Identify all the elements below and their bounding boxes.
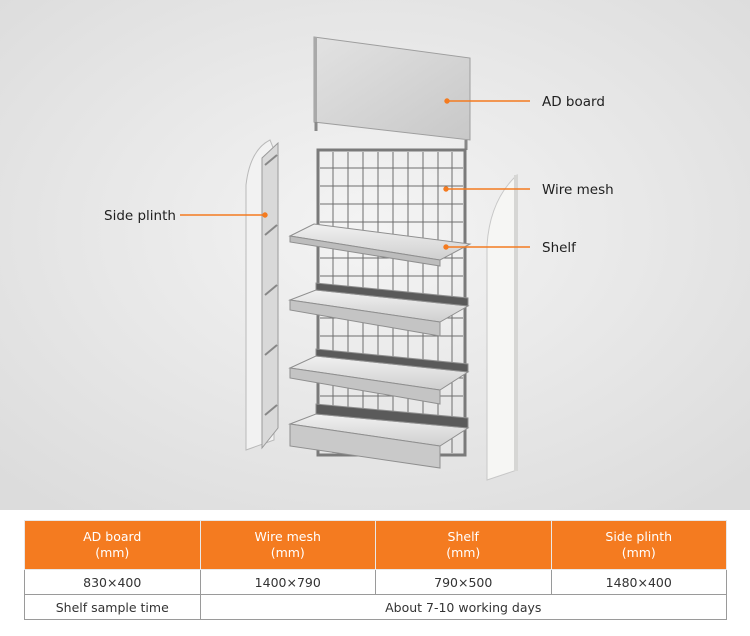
ad-board-label: AD board [542, 94, 605, 110]
leader-lines [180, 98, 530, 250]
header-shelf: Shelf(mm) [375, 520, 552, 570]
header-ad-board: AD board(mm) [24, 520, 201, 570]
shelf-part [288, 223, 472, 469]
ad-board-size: 830×400 [24, 569, 201, 595]
shelf-exploded-diagram [0, 0, 750, 510]
spec-dimensions-row: 830×400 1400×790 790×500 1480×400 [24, 569, 727, 595]
header-side-plinth: Side plinth(mm) [550, 520, 727, 570]
sample-time-label: Shelf sample time [24, 594, 201, 620]
header-wire-mesh: Wire mesh(mm) [199, 520, 376, 570]
wire-mesh-size: 1400×790 [199, 569, 376, 595]
shelf-label: Shelf [542, 240, 576, 256]
ad-board-part [313, 36, 471, 150]
side-plinth-right-part [486, 173, 518, 481]
side-plinth-label: Side plinth [104, 208, 176, 224]
spec-header-row: AD board(mm) Wire mesh(mm) Shelf(mm) Sid… [24, 520, 727, 570]
spec-table: AD board(mm) Wire mesh(mm) Shelf(mm) Sid… [24, 520, 727, 620]
side-plinth-size: 1480×400 [550, 569, 727, 595]
side-plinth-left-part [245, 139, 279, 451]
sample-time-value: About 7-10 working days [199, 594, 727, 620]
wire-mesh-label: Wire mesh [542, 182, 614, 198]
shelf-size: 790×500 [375, 569, 552, 595]
spec-sample-row: Shelf sample time About 7-10 working day… [24, 594, 727, 620]
